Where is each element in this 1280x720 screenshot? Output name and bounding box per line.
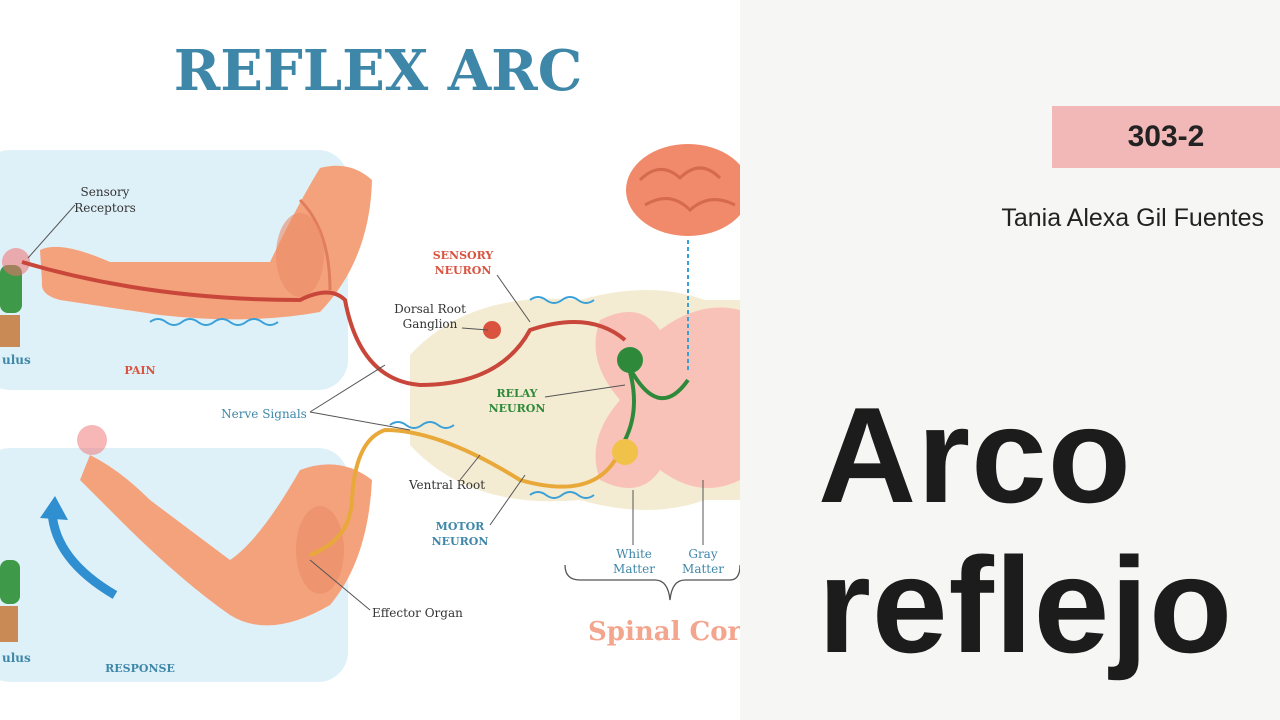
label-effector-organ: Effector Organ: [372, 606, 463, 620]
relay-neuron-body: [617, 347, 643, 373]
label-spinal-cord: Spinal Cord: [588, 617, 740, 647]
stimulus-point-top: [2, 248, 30, 276]
label-nerve-signals: Nerve Signals: [221, 407, 307, 421]
course-code-badge: 303-2: [1052, 106, 1280, 168]
label-dorsal-root-2: Ganglion: [403, 317, 458, 331]
relay-neuron-path: [623, 370, 690, 441]
muscle-line-top: [298, 198, 332, 291]
label-stimulus-top: ulus: [2, 353, 31, 367]
stimulus-point-bottom: [77, 425, 107, 455]
leader-lines: [27, 204, 704, 611]
label-response: RESPONSE: [105, 662, 175, 675]
diagram-title: REFLEX ARC: [174, 38, 583, 104]
signal-wave-4: [389, 421, 455, 429]
label-sensory-neuron-1: SENSORY: [433, 249, 494, 262]
info-panel: 303-2 Tania Alexa Gil Fuentes Arco refle…: [740, 0, 1280, 720]
slide-title-line-1: Arco: [818, 379, 1132, 531]
label-sensory-receptors-2: Receptors: [74, 201, 136, 215]
cactus-top: [0, 265, 22, 313]
label-sensory-neuron-2: NEURON: [435, 264, 492, 277]
brain-folds: [638, 166, 736, 213]
dorsal-root-ganglion: [483, 321, 501, 339]
reflex-arc-diagram: REFLEX ARC: [0, 0, 740, 720]
label-stimulus-bottom: ulus: [2, 651, 31, 665]
pot-top: [0, 315, 20, 347]
signal-wave-3: [529, 491, 595, 499]
brain: [626, 144, 740, 236]
label-white-matter-1: White: [616, 547, 652, 561]
label-white-matter-2: Matter: [613, 562, 655, 576]
diagram-svg: REFLEX ARC: [0, 38, 740, 682]
lower-arm-shape: [80, 455, 372, 626]
label-gray-matter-2: Matter: [682, 562, 724, 576]
spinal-cord-brace: [564, 564, 740, 601]
label-gray-matter-1: Gray: [688, 547, 717, 561]
label-pain: PAIN: [124, 364, 155, 377]
cactus-bottom: [0, 560, 20, 604]
sensory-neuron-path: [21, 260, 627, 388]
signal-wave-1: [149, 318, 279, 326]
label-motor-neuron-2: NEURON: [432, 535, 489, 548]
label-relay-neuron-1: RELAY: [496, 387, 537, 400]
slide-title: Arco reflejo: [818, 380, 1233, 680]
label-relay-neuron-2: NEURON: [489, 402, 546, 415]
motor-neuron-path: [309, 427, 617, 557]
motor-neuron-body: [612, 439, 638, 465]
slide-title-line-2: reflejo: [818, 529, 1234, 681]
label-sensory-receptors-1: Sensory: [81, 185, 130, 199]
pot-bottom: [0, 606, 18, 642]
upper-muscle: [276, 213, 324, 297]
response-arrow-head: [40, 496, 68, 520]
author-name: Tania Alexa Gil Fuentes: [1001, 204, 1264, 232]
signal-wave-2: [529, 296, 595, 304]
label-dorsal-root-1: Dorsal Root: [394, 302, 466, 316]
label-ventral-root: Ventral Root: [408, 478, 485, 492]
label-motor-neuron-1: MOTOR: [436, 520, 486, 533]
response-arrow: [47, 511, 118, 599]
